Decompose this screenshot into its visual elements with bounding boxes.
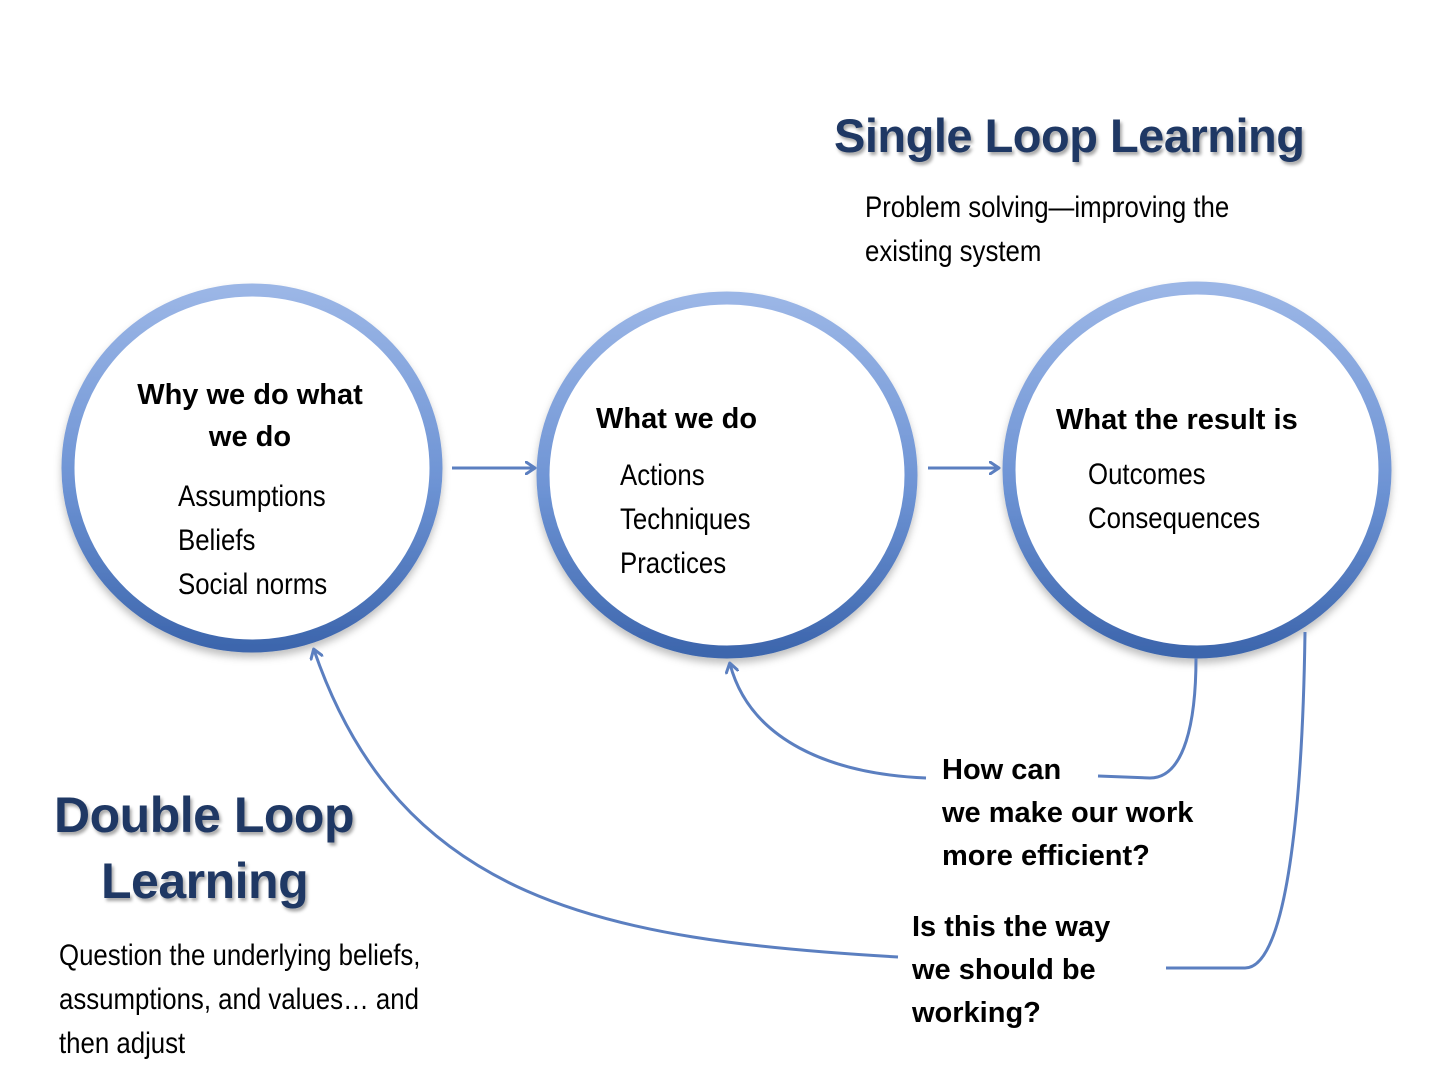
double-loop-title-line: Learning <box>101 853 309 909</box>
double-loop-description-line: then adjust <box>59 1027 186 1060</box>
single-loop-description-line: existing system <box>865 235 1042 268</box>
double-loop-question-line: we should be <box>912 954 1096 986</box>
circle-why-item: Assumptions <box>178 480 326 513</box>
double-loop-question-line: Is this the way <box>912 911 1111 943</box>
single-loop-question-line: How can <box>942 754 1062 786</box>
circle-result <box>1002 281 1392 659</box>
circle-why-item: Beliefs <box>178 524 256 557</box>
single-loop-title: Single Loop Learning <box>834 109 1305 162</box>
double-loop-arrow <box>314 650 899 959</box>
double-loop-description-line: Question the underlying beliefs, <box>59 939 421 972</box>
double-loop-description-line: assumptions, and values… and <box>59 983 419 1016</box>
circle-result-title: What the result is <box>1056 404 1298 436</box>
circle-result-item: Consequences <box>1088 502 1261 535</box>
circle-what <box>536 291 918 659</box>
double-loop-title-line: Double Loop <box>54 787 355 843</box>
single-loop-description-line: Problem solving—improving the <box>865 191 1230 224</box>
circle-what-title: What we do <box>596 403 758 435</box>
circle-why-item: Social norms <box>178 568 328 601</box>
single-loop-question-line: we make our work <box>942 797 1194 829</box>
single-loop-connector <box>1097 657 1198 780</box>
circle-what-item: Practices <box>620 547 727 580</box>
double-loop-question-line: working? <box>912 997 1041 1029</box>
double-loop-connector <box>1166 631 1307 970</box>
circle-why <box>61 283 443 653</box>
circle-why-title-line: Why we do what <box>137 379 363 411</box>
circle-why-title-line: we do <box>208 421 292 453</box>
circle-what-item: Actions <box>620 459 705 492</box>
circle-result-item: Outcomes <box>1088 458 1206 491</box>
single-loop-arrow <box>730 664 927 780</box>
single-loop-question-line: more efficient? <box>942 840 1150 872</box>
circle-what-item: Techniques <box>620 503 751 536</box>
